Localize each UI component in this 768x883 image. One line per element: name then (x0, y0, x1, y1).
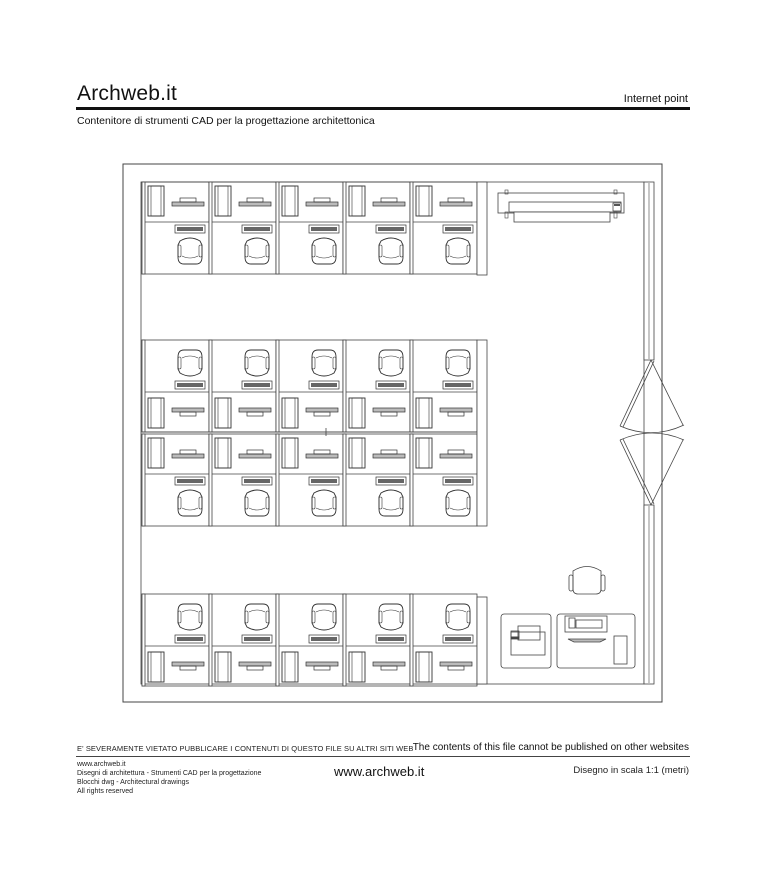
credit-line: All rights reserved (77, 788, 134, 795)
workstation-row-2 (141, 339, 478, 433)
drawing-scale: Disegno in scala 1:1 (metri) (573, 765, 689, 776)
workstation-row-4 (141, 593, 478, 687)
brand-logo-text: Archweb.it (77, 82, 178, 105)
header-subtitle: Contenitore di strumenti CAD per la prog… (77, 115, 375, 127)
drawing-title: Internet point (623, 93, 688, 105)
site-url: www.archweb.it (334, 764, 425, 779)
workstation-row-1 (141, 181, 478, 275)
workstation-row-3 (141, 433, 478, 527)
double-door (619, 359, 685, 506)
header-divider (76, 107, 690, 110)
copyright-warning-english: The contents of this file cannot be publ… (412, 742, 689, 753)
credit-line: Disegni di architettura - Strumenti CAD … (77, 770, 262, 777)
footer-divider (76, 756, 690, 757)
footer-credits: www.archweb.it Disegni di architettura -… (77, 760, 261, 796)
reception-area (500, 566, 636, 669)
partition-walls (476, 181, 488, 685)
copyright-warning-italian: E' SEVERAMENTE VIETATO PUBBLICARE I CONT… (77, 744, 414, 753)
credit-line: Blocchi dwg - Architectural drawings (77, 779, 190, 786)
wall-counter (497, 189, 625, 223)
credit-line: www.archweb.it (77, 761, 126, 768)
right-windows (643, 181, 655, 685)
